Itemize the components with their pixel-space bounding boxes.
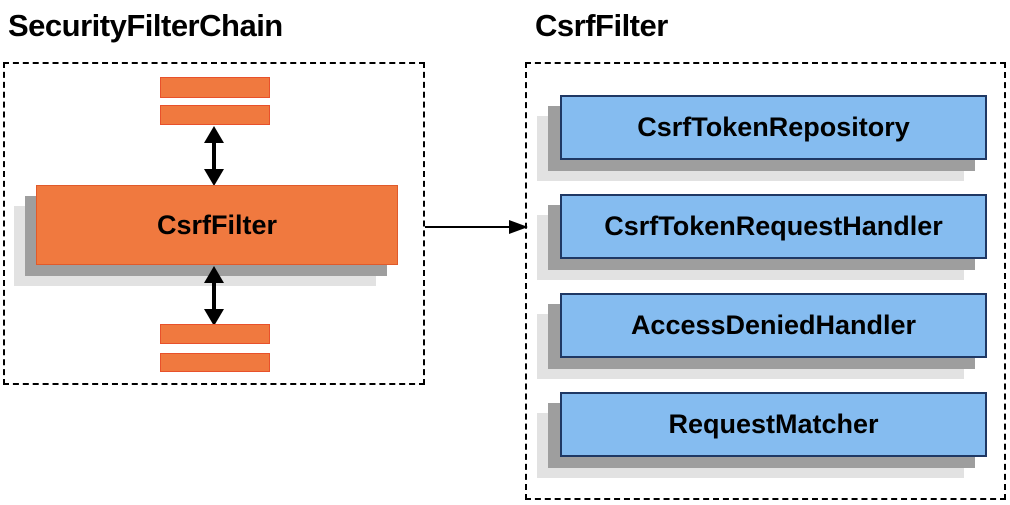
filter-placeholder-bar: [160, 353, 270, 372]
component-box-access-denied-handler: AccessDeniedHandler: [560, 293, 987, 358]
component-label: CsrfTokenRequestHandler: [604, 211, 943, 241]
filter-placeholder-bar: [160, 105, 270, 125]
flow-arrow-icon: [425, 219, 528, 235]
csrf-filter-node: CsrfFilter: [36, 185, 398, 265]
component-box-csrf-token-repository: CsrfTokenRepository: [560, 95, 987, 160]
csrf-filter-title: CsrfFilter: [535, 8, 668, 43]
bidirectional-arrow-icon: [202, 126, 226, 186]
csrf-filter-node-label: CsrfFilter: [156, 209, 278, 240]
component-label: AccessDeniedHandler: [630, 310, 917, 340]
component-label: CsrfTokenRepository: [637, 112, 910, 142]
component-label: RequestMatcher: [668, 409, 879, 439]
component-box-csrf-token-request-handler: CsrfTokenRequestHandler: [560, 194, 987, 259]
csrf-filter-container: [525, 62, 1006, 500]
filter-placeholder-bar: [160, 324, 270, 344]
filter-placeholder-bar: [160, 77, 270, 98]
component-box-request-matcher: RequestMatcher: [560, 392, 987, 457]
security-filter-chain-title: SecurityFilterChain: [8, 8, 283, 43]
bidirectional-arrow-icon: [202, 266, 226, 326]
security-filter-chain-container: [3, 62, 425, 385]
